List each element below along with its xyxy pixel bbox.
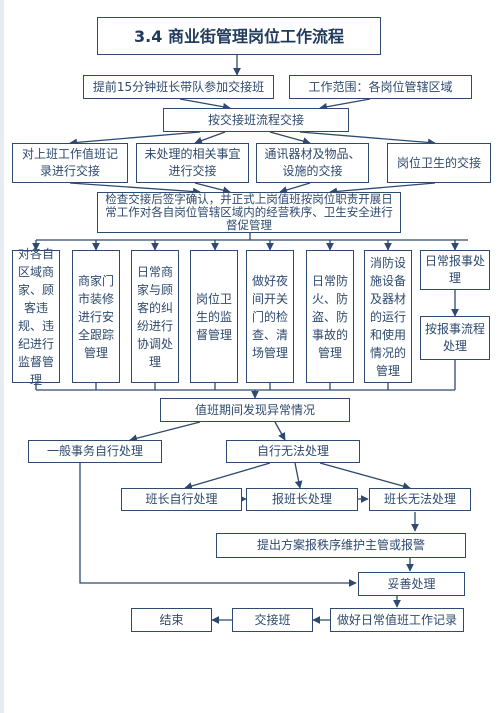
handover-item-4: 岗位卫生的交接 <box>387 143 491 183</box>
arrow-abnormal-self <box>129 421 201 443</box>
arrow-item4-confirm <box>329 182 436 196</box>
confirm-box: 检查交接后签字确认，并正式上岗值班按岗位职责开展日常工作对各自岗位管辖区域内的经… <box>97 192 401 233</box>
arrow-item1-confirm <box>69 182 201 196</box>
daily-report-box: 日常报事处理 <box>420 250 490 290</box>
handover-process-box: 按交接班流程交接 <box>163 108 349 132</box>
leader-cannot-box: 班长无法处理 <box>369 488 471 511</box>
end-box: 结束 <box>131 608 212 632</box>
arrow-start-to-process <box>179 98 231 111</box>
duty-7: 消防设施设备及器材的运行和使用情况的管理 <box>364 250 412 383</box>
arrow-process-item1 <box>69 131 201 147</box>
start-handover-box: 提前15分钟班长带队参加交接班 <box>83 75 274 99</box>
page-title: 3.4 商业街管理岗位工作流程 <box>97 17 381 55</box>
record-box: 做好日常值班工作记录 <box>330 608 464 632</box>
work-scope-box: 工作范围：各岗位管辖区域 <box>289 75 472 99</box>
arrow-cannot-leadercannot <box>319 462 411 490</box>
arrow-process-item3 <box>269 131 311 145</box>
arrow-item2-confirm <box>194 182 231 195</box>
duty-2: 商家门市装修进行安全跟踪管理 <box>72 250 120 383</box>
duty-5: 做好夜间开关门的检查、清场管理 <box>246 250 294 383</box>
arrow-cannot-leaderself <box>184 462 271 490</box>
handover-item-2: 未处理的相关事宜进行交接 <box>136 143 249 183</box>
arrow-cannot-report <box>294 462 303 489</box>
propose-box: 提出方案报秩序维护主管或报警 <box>216 533 466 558</box>
page-edge <box>0 0 4 713</box>
arrow-scope-to-process <box>319 98 371 111</box>
arrow-item3-confirm <box>279 182 311 194</box>
proper-handle-box: 妥善处理 <box>358 572 465 596</box>
report-process-box: 按报事流程处理 <box>420 316 490 360</box>
duty-3: 日常商家与顾客的纠纷进行协调处理 <box>131 250 179 383</box>
duty-6: 日常防火、防盗、防事故的管理 <box>306 250 354 383</box>
duty-4: 岗位卫生的监督管理 <box>190 250 238 383</box>
leader-self-box: 班长自行处理 <box>121 488 242 511</box>
arrow-process-item4 <box>299 131 436 147</box>
arrow-process-item2 <box>194 131 226 145</box>
report-leader-box: 报班长处理 <box>246 488 358 511</box>
duty-1: 对各自区域商家、顾客违规、违纪进行监督管理 <box>12 247 60 387</box>
abnormal-box: 值班期间发现异常情况 <box>160 398 350 422</box>
handover-item-1: 对上班工作值班记录进行交接 <box>12 143 128 183</box>
handover-box: 交接班 <box>232 608 313 632</box>
cannot-handle-box: 自行无法处理 <box>226 440 360 463</box>
self-handle-box: 一般事务自行处理 <box>28 440 162 463</box>
arrow-abnormal-cannot <box>274 421 286 441</box>
handover-item-3: 通讯器材及物品、设施的交接 <box>256 143 369 183</box>
arrow-self-to-proper <box>79 463 357 587</box>
